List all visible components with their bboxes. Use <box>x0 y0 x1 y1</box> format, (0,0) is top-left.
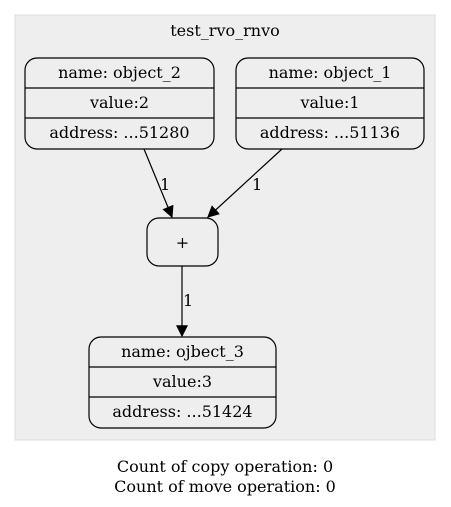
node-name: name: ojbect_3 <box>121 342 244 361</box>
node-value: value:1 <box>299 93 359 112</box>
node-address: address: ...51280 <box>49 123 189 142</box>
move-count-text: Count of move operation: 0 <box>114 477 336 496</box>
copy-count-text: Count of copy operation: 0 <box>117 457 333 476</box>
cluster-title: test_rvo_rnvo <box>170 21 279 40</box>
edge-object-2-to-plus <box>143 148 174 219</box>
node-value: value:3 <box>152 372 212 391</box>
node-address: address: ...51136 <box>260 123 400 142</box>
node-object-3[interactable]: name: ojbect_3 value:3 address: ...51424 <box>88 336 277 429</box>
node-object-1[interactable]: name: object_1 value:1 address: ...51136 <box>235 57 425 150</box>
node-name: name: object_1 <box>269 63 392 82</box>
node-name: name: object_2 <box>58 63 181 82</box>
node-label: + <box>176 233 189 252</box>
node-plus[interactable]: + <box>146 217 219 267</box>
node-address: address: ...51424 <box>112 402 252 421</box>
node-value: value:2 <box>89 93 149 112</box>
edge-object-1-to-plus <box>207 148 283 218</box>
node-object-2[interactable]: name: object_2 value:2 address: ...51280 <box>24 57 215 150</box>
edge-label-object-1-to-plus: 1 <box>252 175 262 194</box>
edge-label-plus-to-object-3: 1 <box>183 291 193 310</box>
edge-label-object-2-to-plus: 1 <box>160 175 170 194</box>
